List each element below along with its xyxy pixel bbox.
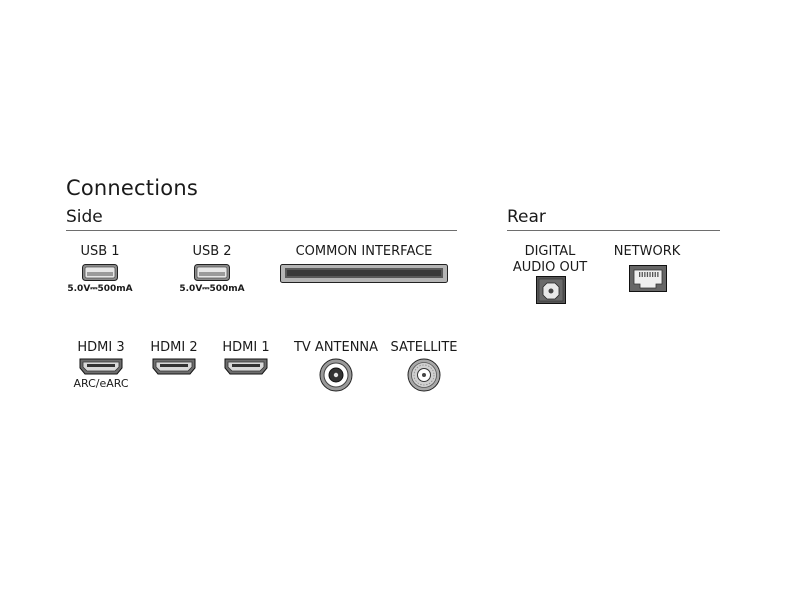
page-title: Connections [66, 176, 198, 200]
coax-antenna-icon [319, 358, 353, 392]
digital-audio-out-label-line2: AUDIO OUT [512, 260, 588, 275]
optical-audio-icon [536, 276, 566, 304]
hdmi-port-icon [224, 358, 268, 375]
satellite-f-connector-icon [407, 358, 441, 392]
rear-section-title: Rear [507, 207, 546, 227]
usb2-spec: 5.0V⎓500mA [179, 284, 245, 294]
hdmi-port-icon [152, 358, 196, 375]
ethernet-port-icon [629, 265, 667, 292]
tv-antenna-label: TV ANTENNA [293, 340, 379, 355]
usb-port-icon [194, 264, 230, 281]
common-interface-label: COMMON INTERFACE [295, 244, 433, 259]
rear-divider [507, 230, 720, 231]
hdmi2-label: HDMI 2 [150, 340, 198, 355]
side-section-title: Side [66, 207, 103, 227]
hdmi1-label: HDMI 1 [222, 340, 270, 355]
network-label: NETWORK [613, 244, 681, 259]
satellite-label: SATELLITE [390, 340, 458, 355]
digital-audio-out-label-line1: DIGITAL [524, 244, 576, 259]
side-divider [66, 230, 457, 231]
hdmi3-arc-note: ARC/eARC [73, 377, 129, 390]
usb-port-icon [82, 264, 118, 281]
hdmi-port-icon [79, 358, 123, 375]
usb1-spec: 5.0V⎓500mA [67, 284, 133, 294]
usb2-label: USB 2 [192, 244, 232, 259]
hdmi3-label: HDMI 3 [77, 340, 125, 355]
ci-slot-icon [280, 264, 448, 283]
usb1-label: USB 1 [80, 244, 120, 259]
